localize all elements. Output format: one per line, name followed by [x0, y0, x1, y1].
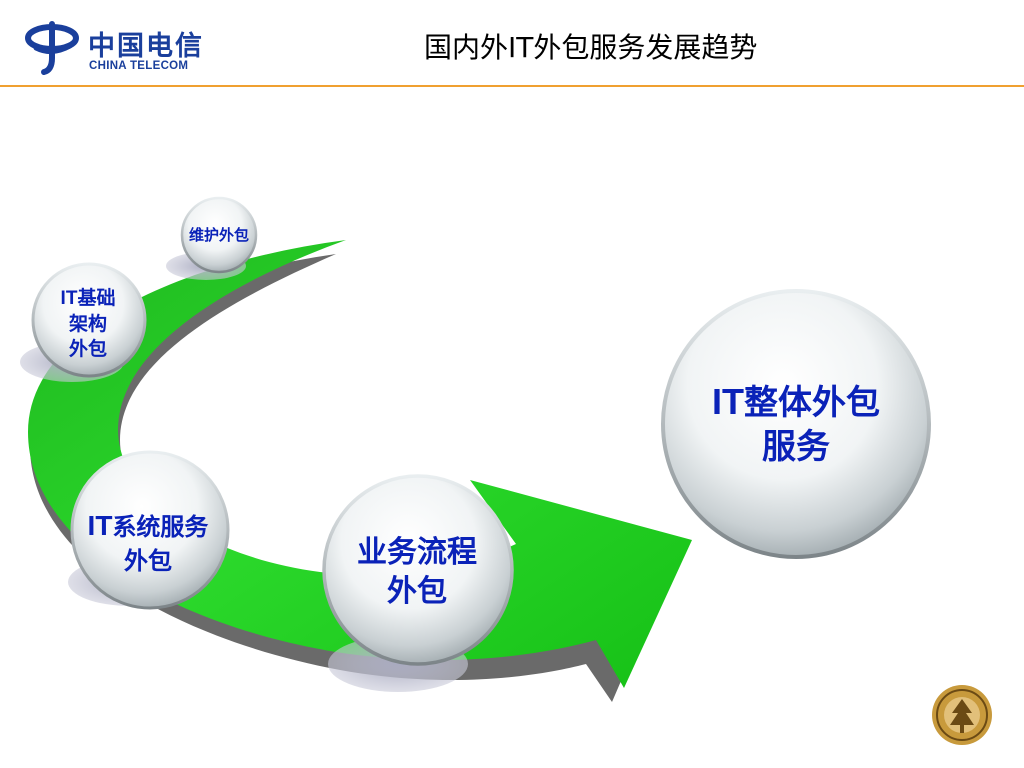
stage-text: 基础 架构 外包	[68, 287, 116, 360]
stage-label-group: IT基础 架构 外包	[61, 286, 116, 361]
bubble-business-process	[322, 474, 514, 666]
stage-text: 系统服务 外包	[112, 512, 209, 575]
bubble-maintenance	[180, 196, 258, 274]
stage-label-infrastructure: IT基础 架构 外包	[40, 276, 136, 372]
bubble-total-outsourcing	[661, 289, 931, 559]
slide-header: 中国电信 CHINA TELECOM 国内外IT外包服务发展趋势	[0, 0, 1024, 88]
logo-english-text: CHINA TELECOM	[89, 60, 189, 72]
stage-prefix: IT	[87, 510, 113, 542]
telecom-emblem-icon	[25, 21, 79, 75]
stage-text: 业务流程 外包	[357, 535, 477, 609]
stage-prefix: IT	[60, 288, 78, 310]
stage-bubbles	[20, 196, 931, 692]
stage-text: 整体外包 服务	[744, 382, 880, 468]
stage-label-total-outsourcing: IT整体外包 服务	[676, 366, 916, 482]
stage-label-group: IT系统服务 外包	[88, 508, 209, 576]
bubble-infrastructure	[31, 262, 147, 378]
stage-label-business-process: 业务流程 外包	[326, 520, 508, 624]
stage-label-group: IT整体外包 服务	[712, 379, 880, 470]
china-telecom-logo: 中国电信 CHINA TELECOM	[22, 18, 212, 78]
stage-label-maintenance: 维护外包	[178, 220, 260, 252]
stage-text: 维护外包	[188, 226, 249, 245]
stage-label-system-service: IT系统服务 外包	[60, 494, 236, 590]
stage-prefix: IT	[712, 380, 744, 422]
bubble-system-service	[70, 450, 230, 610]
college-seal-icon	[932, 685, 992, 745]
logo-chinese-text: 中国电信	[88, 31, 204, 62]
page-title: 国内外IT外包服务发展趋势	[424, 31, 758, 64]
header-divider	[0, 85, 1024, 87]
